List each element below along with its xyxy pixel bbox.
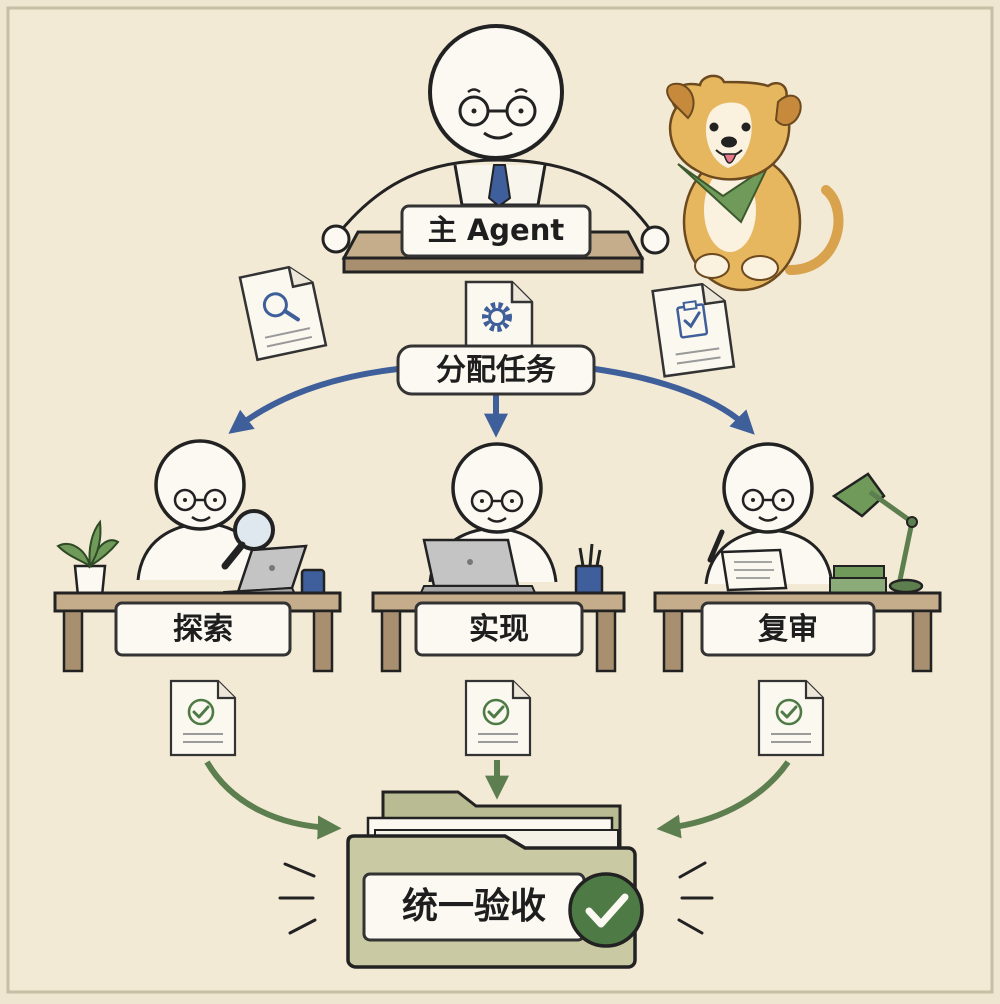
search-task-document [238,265,328,362]
dog-illustration [666,74,844,292]
plant-pot [56,519,120,598]
collect-arrow-right [656,760,791,839]
implement-task-document [464,280,534,358]
main-agent-label: 主 Agent [428,213,565,247]
emphasis-marks [278,861,714,935]
desk-lamp [831,472,924,594]
explore-label-box: 探索 [114,601,292,657]
book-stack [829,565,887,594]
dispatch-arrow-left [228,366,399,434]
review-task-document [651,282,736,378]
clipboard-check-document-icon [676,300,709,339]
implement-label-box: 实现 [414,601,584,657]
explore-label: 探索 [173,612,233,647]
dispatch-arrow-right [594,366,755,435]
review-label: 复审 [758,612,818,647]
collect-arrow-left [204,760,342,840]
main-agent-figure [321,24,670,255]
dispatch-label-box: 分配任务 [396,344,596,396]
implement-result-check-document-icon [464,679,532,757]
final-accept-label-box: 统一验收 [362,872,586,942]
main-agent-label-box: 主 Agent [400,204,592,258]
review-agent-figure [704,442,834,592]
review-result-check-document-icon [757,679,825,757]
check-circle-icon [568,872,644,948]
dispatch-label: 分配任务 [436,353,556,388]
gear-document-icon [482,302,512,332]
explore-result-check-document-icon [169,679,237,757]
magnifier-document-icon [262,292,288,318]
final-accept-label: 统一验收 [402,886,546,927]
review-label-box: 复审 [700,601,876,657]
implement-label: 实现 [469,612,529,647]
